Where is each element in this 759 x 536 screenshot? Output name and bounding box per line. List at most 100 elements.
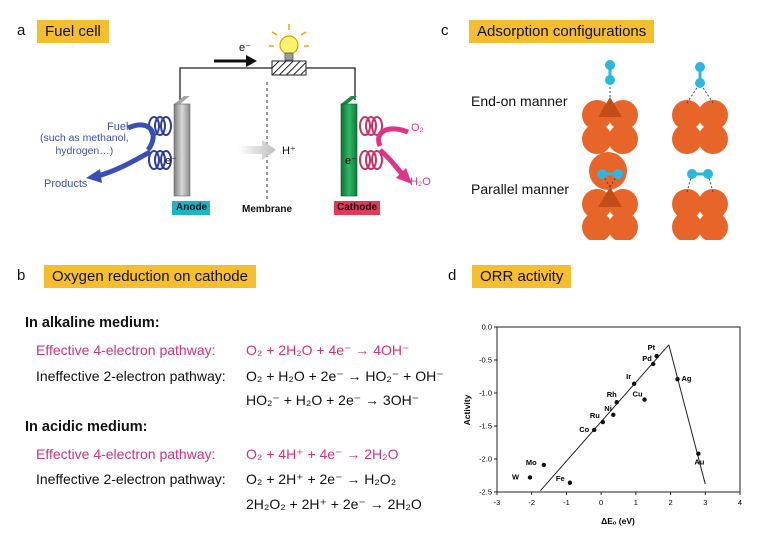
oxygen-atom: [703, 169, 713, 179]
alkaline-heading: In alkaline medium:: [25, 315, 160, 331]
x-tick-label: 2: [668, 498, 672, 507]
parallel-cluster-2: [672, 169, 728, 240]
x-axis-label: ΔEₒ (eV): [601, 516, 635, 526]
h2o-out-arrow: [378, 148, 406, 178]
electron-top-label: e⁻: [239, 42, 251, 54]
electron-cathode-label: e⁻: [345, 155, 357, 167]
proton-arrow: [238, 140, 276, 160]
data-point: [592, 427, 597, 433]
cathode-label-box: [334, 201, 380, 215]
adsorption-clusters: [582, 60, 728, 240]
x-tick-label: -2: [528, 498, 535, 507]
oxygen-atom: [605, 75, 615, 85]
point-label: W: [512, 472, 520, 481]
data-point: [567, 480, 573, 485]
alkaline-ineffective-eq-2: HO₂⁻ + H₂O + 2e⁻ → 3OH⁻: [246, 392, 420, 408]
data-point: [675, 376, 680, 382]
fuel-in-arrow: [126, 122, 156, 152]
end-on-label: End-on manner: [471, 93, 568, 109]
fuel-label: Fuel: [107, 121, 129, 133]
x-tick-label: 0: [599, 498, 603, 507]
parallel-cluster-1: [582, 169, 638, 240]
anode-plate: [173, 103, 191, 197]
panel-b-title: Oxygen reduction on cathode: [44, 265, 256, 288]
point-label: Pd: [642, 354, 652, 363]
acidic-ineffective-eq-1: O₂ + 2H⁺ + 2e⁻ → H₂O₂: [246, 471, 397, 487]
point-label: Fe: [556, 474, 565, 483]
oxygen-atom: [695, 62, 705, 72]
panel-d-letter: d: [448, 267, 457, 284]
point-label: Pt: [648, 343, 656, 352]
oxygen-atom: [605, 60, 615, 70]
metal-cluster: [589, 152, 627, 190]
data-point: [541, 462, 547, 468]
o2-in-arrow: [376, 126, 409, 147]
data-point: [696, 451, 701, 456]
h2o-label: H₂O: [410, 176, 431, 188]
alkaline-effective-label: Effective 4-electron pathway:: [36, 342, 216, 358]
point-label: Ni: [604, 404, 612, 413]
light-bulb-icon: [269, 24, 309, 61]
panel-c-letter: c: [441, 22, 449, 39]
panel-a-title: Fuel cell: [37, 20, 109, 43]
adsorption-diagram: [589, 152, 627, 190]
cathode-plate: [340, 103, 358, 197]
acidic-ineffective-label: Ineffective 2-electron pathway:: [36, 471, 226, 487]
y-tick-label: -1.0: [479, 389, 492, 398]
x-tick-label: 1: [634, 498, 638, 507]
load-resistor: [271, 60, 307, 76]
x-tick-label: -3: [494, 498, 501, 507]
panel-c-title: Adsorption configurations: [469, 20, 655, 43]
fuel-note: (such as methanol, hydrogen…): [40, 132, 129, 157]
acidic-effective-eq: O₂ + 4H⁺ + 4e⁻ → 2H₂O: [246, 446, 399, 462]
cathode-coil: [359, 116, 383, 170]
panel-a-letter: a: [17, 22, 26, 39]
alkaline-effective-eq: O₂ + 2H₂O + 4e⁻ → 4OH⁻: [246, 342, 410, 358]
products-label: Products: [44, 178, 88, 190]
panel-b-letter: b: [17, 267, 26, 284]
acidic-effective-label: Effective 4-electron pathway:: [36, 446, 216, 462]
y-tick-label: -2.0: [479, 455, 492, 464]
data-point: [654, 353, 659, 359]
oxygen-atom: [695, 78, 705, 88]
data-point: [614, 400, 619, 405]
point-label: Cu: [633, 390, 643, 399]
circuit-wire: [179, 67, 356, 100]
acidic-heading: In acidic medium:: [25, 419, 148, 435]
oxygen-atom: [687, 169, 697, 179]
o2-label: O₂: [411, 122, 424, 134]
x-tick-label: 3: [703, 498, 707, 507]
panel-d-title: ORR activity: [472, 265, 572, 288]
plot-frame: [496, 326, 741, 493]
data-point: [600, 419, 606, 425]
point-label: Ag: [682, 374, 692, 383]
data-point: [611, 412, 616, 417]
y-axis-label: Activity: [462, 394, 472, 425]
parallel-label: Parallel manner: [471, 181, 570, 197]
alkaline-ineffective-label: Ineffective 2-electron pathway:: [36, 368, 226, 384]
point-label: Rh: [607, 390, 617, 399]
point-label: Mo: [526, 458, 537, 467]
proton-label: H⁺: [282, 145, 296, 157]
end-on-cluster-2: [672, 62, 728, 154]
data-point: [631, 381, 637, 386]
y-tick-label: -0.5: [479, 356, 492, 365]
electron-anode-label: e⁻: [165, 155, 177, 167]
end-on-cluster-1: [582, 60, 638, 154]
fuel-cell-diagram: [86, 24, 412, 215]
x-tick-label: -1: [563, 498, 570, 507]
acidic-ineffective-eq-2: 2H₂O₂ + 2H⁺ + 2e⁻ → 2H₂O: [246, 496, 422, 512]
data-point: [642, 397, 647, 402]
point-label: Au: [694, 458, 704, 467]
y-tick-label: -1.5: [479, 422, 492, 431]
volcano-line: [540, 344, 670, 492]
anode-label-box: [172, 201, 210, 215]
data-point: [527, 475, 533, 480]
x-tick-label: 4: [738, 498, 742, 507]
point-label: Ru: [590, 411, 600, 420]
oxygen-atom: [613, 169, 623, 179]
anode-label: Anode: [176, 202, 208, 213]
volcano-line: [668, 344, 706, 485]
oxygen-atom: [597, 169, 607, 179]
